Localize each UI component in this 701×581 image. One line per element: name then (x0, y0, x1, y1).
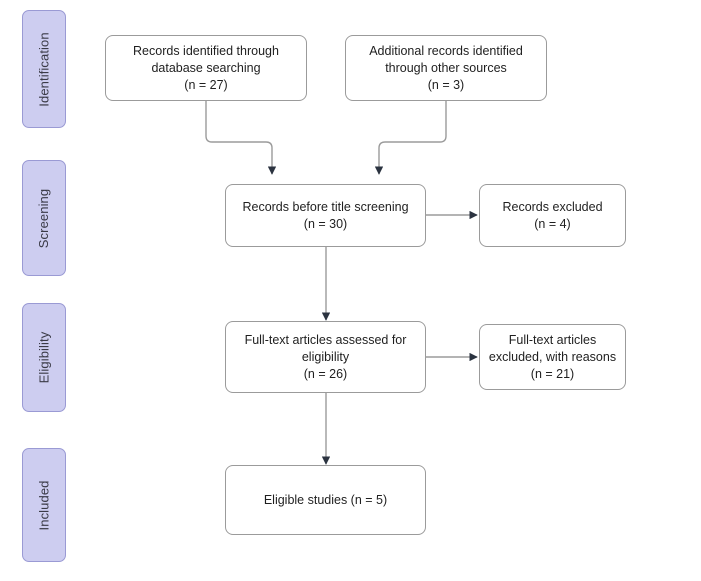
node-fulltext-excluded: Full-text articles excluded, with reason… (479, 324, 626, 390)
node-fulltext-assessed-text: Full-text articles assessed for eligibil… (244, 332, 407, 381)
stage-label-included: Included (22, 448, 66, 562)
node-records-before-screening: Records before title screening (n = 30) (225, 184, 426, 247)
node-other-records: Additional records identified through ot… (345, 35, 547, 101)
node-eligible-studies-text: Eligible studies (n = 5) (263, 492, 388, 507)
node-records-before-screening-text: Records before title screening (n = 30) (242, 199, 409, 231)
stage-label-eligibility: Eligibility (22, 303, 66, 412)
node-database-records: Records identified through database sear… (105, 35, 307, 101)
node-records-excluded: Records excluded (n = 4) (479, 184, 626, 247)
node-database-records-text: Records identified through database sear… (133, 43, 279, 92)
node-fulltext-excluded-text: Full-text articles excluded, with reason… (488, 332, 617, 381)
edge-other-to-screening (374, 101, 447, 175)
stage-label-identification-text: Identification (36, 31, 52, 107)
node-eligible-studies: Eligible studies (n = 5) (225, 465, 426, 535)
stage-label-screening-text: Screening (36, 188, 52, 248)
stage-label-screening: Screening (22, 160, 66, 276)
edge-database-to-screening (205, 101, 277, 175)
node-records-excluded-text: Records excluded (n = 4) (502, 199, 603, 231)
stage-label-eligibility-text: Eligibility (36, 331, 52, 384)
stage-label-included-text: Included (36, 480, 52, 530)
node-other-records-text: Additional records identified through ot… (369, 43, 523, 92)
stage-label-identification: Identification (22, 10, 66, 128)
node-fulltext-assessed: Full-text articles assessed for eligibil… (225, 321, 426, 393)
